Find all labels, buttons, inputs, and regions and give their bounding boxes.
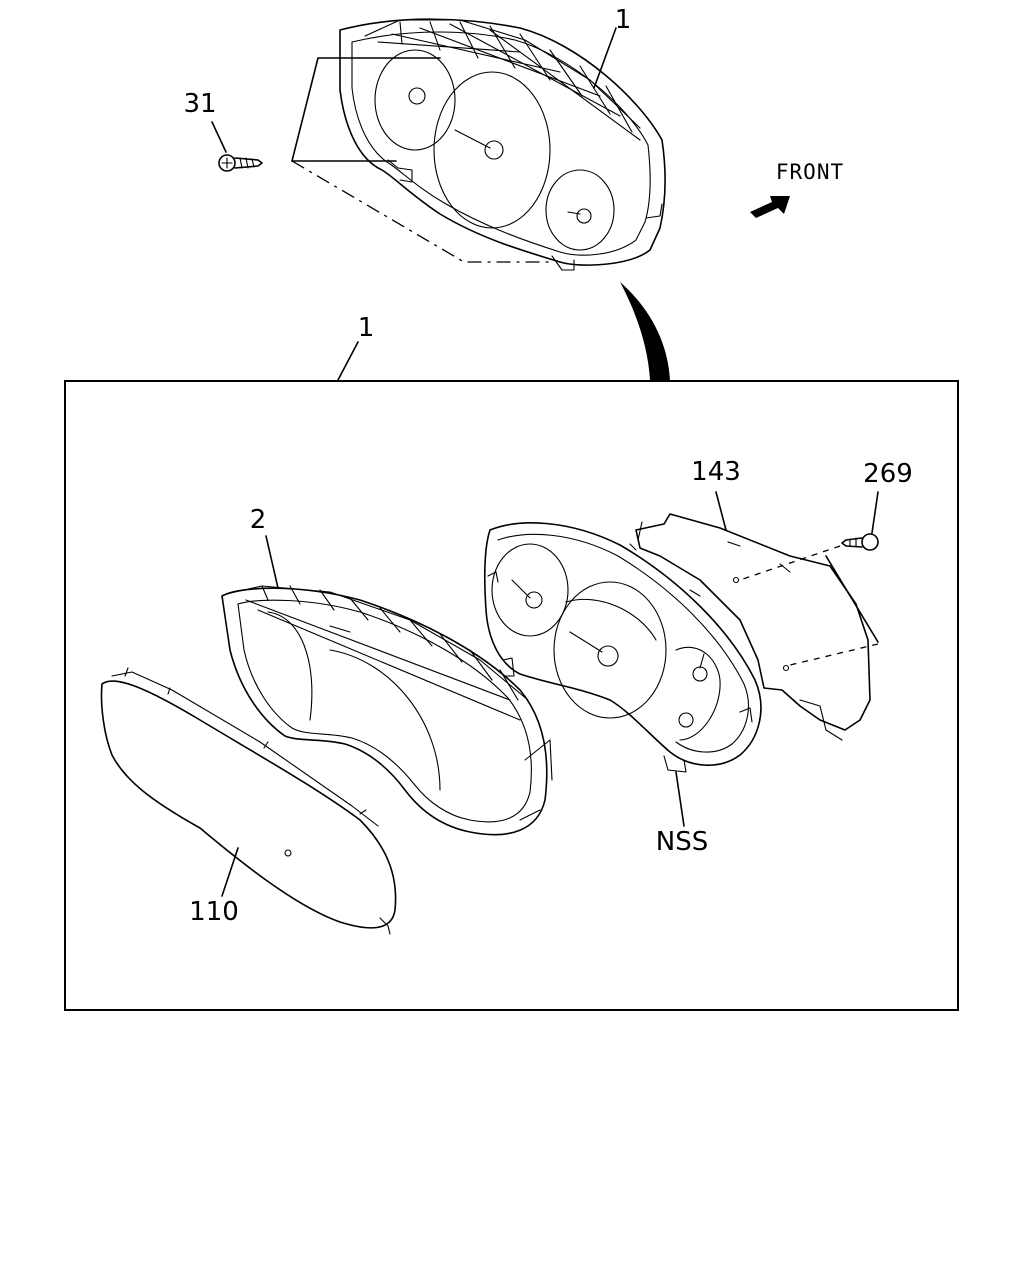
callout-2: 2 [250, 505, 267, 535]
cluster-assembly-top [339, 18, 666, 271]
front-arrow-icon [750, 196, 790, 218]
callout-110: 110 [189, 897, 239, 927]
callout-269: 269 [863, 459, 913, 489]
exploded-view-frame [64, 380, 959, 1011]
exploded-view-arrow [620, 282, 670, 380]
circuit-board-143 [629, 513, 871, 741]
front-label: FRONT [776, 160, 844, 184]
screw-31 [218, 154, 263, 172]
case-2 [221, 585, 553, 836]
screw-269 [841, 533, 879, 551]
callout-nss: NSS [656, 827, 708, 857]
dial-face-nss [484, 522, 762, 773]
callout-1-top: 1 [615, 5, 632, 35]
callout-143: 143 [691, 457, 741, 487]
lens-110 [100, 667, 397, 935]
callout-31: 31 [183, 89, 216, 119]
callout-1-box: 1 [358, 313, 375, 343]
